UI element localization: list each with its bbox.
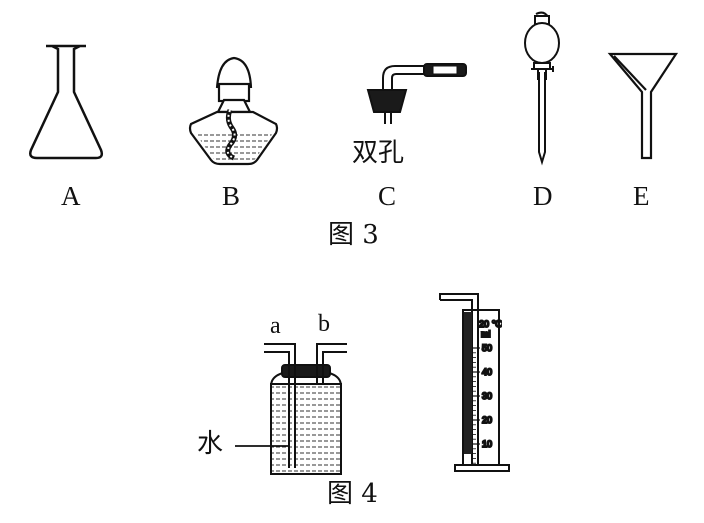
cylinder-scale: 20 ℃ml 50 40 30 20 10 bbox=[472, 318, 503, 464]
separatory-funnel-icon bbox=[524, 11, 560, 166]
water-label: 水 bbox=[197, 429, 224, 459]
figure-3-caption: 图 3 bbox=[328, 220, 379, 250]
cylinder-unit: ml bbox=[481, 329, 491, 339]
label-d: D bbox=[533, 181, 553, 211]
cylinder-tick-label: 40 bbox=[482, 367, 492, 377]
port-a-label: a bbox=[270, 313, 281, 339]
label-a: A bbox=[61, 181, 81, 211]
label-b: B bbox=[222, 181, 241, 211]
figure-4-caption: 图 4 bbox=[327, 479, 378, 509]
port-b-label: b bbox=[318, 311, 330, 337]
cylinder-tick-label: 20 bbox=[482, 415, 492, 425]
cylinder-header: 20 ℃ bbox=[479, 319, 502, 329]
label-c: C bbox=[378, 181, 397, 211]
cylinder-tick-label: 10 bbox=[482, 439, 492, 449]
stopper-note: 双孔 bbox=[352, 138, 405, 168]
alcohol-lamp-icon bbox=[188, 56, 279, 166]
cylinder-tick-label: 50 bbox=[482, 343, 492, 353]
cylinder-tick-label: 30 bbox=[482, 391, 492, 401]
conical-flask-icon bbox=[29, 44, 104, 160]
graduated-cylinder-icon: 20 ℃ml 50 40 30 20 10 bbox=[439, 293, 510, 472]
label-e: E bbox=[633, 181, 650, 211]
gas-washing-bottle-icon bbox=[235, 343, 347, 475]
two-hole-stopper-icon bbox=[366, 63, 467, 124]
funnel-icon bbox=[607, 52, 679, 160]
